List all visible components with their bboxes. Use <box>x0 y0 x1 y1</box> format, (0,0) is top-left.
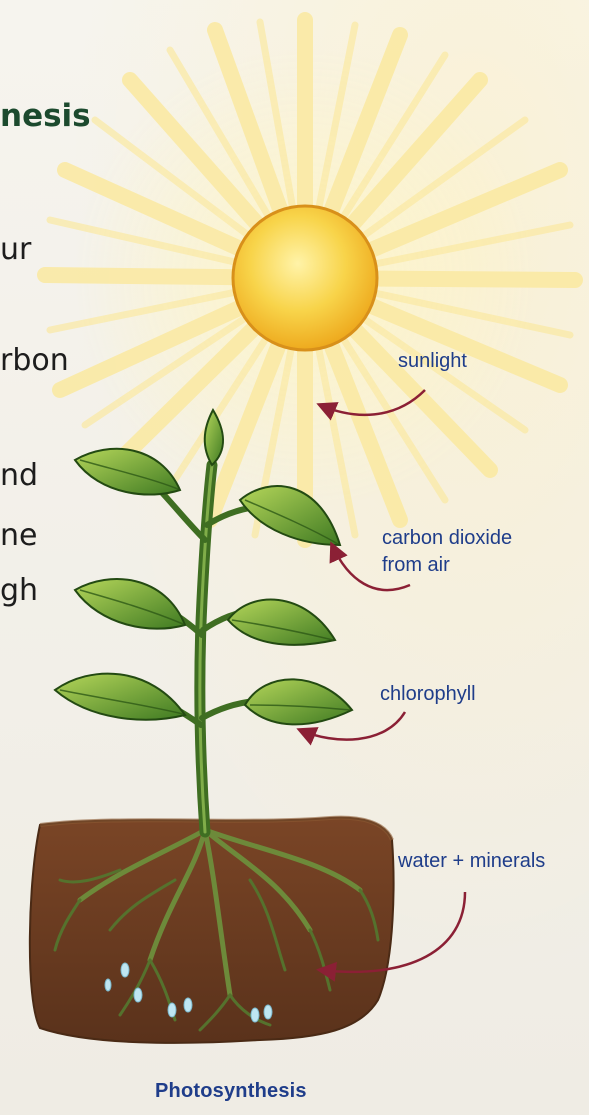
soil <box>30 818 394 1043</box>
chlorophyll-label: chlorophyll <box>380 682 476 706</box>
water-minerals-label: water + minerals <box>398 849 545 873</box>
carbon-dioxide-label: carbon dioxide <box>382 526 512 550</box>
leaf-low-right <box>245 679 352 724</box>
leaf-low-left <box>55 674 185 720</box>
from-air-label: from air <box>382 553 450 577</box>
sun-icon <box>233 206 377 350</box>
sunlight-label: sunlight <box>398 349 467 373</box>
diagram-caption: Photosynthesis <box>155 1080 307 1103</box>
leaf-mid-left <box>75 579 185 629</box>
